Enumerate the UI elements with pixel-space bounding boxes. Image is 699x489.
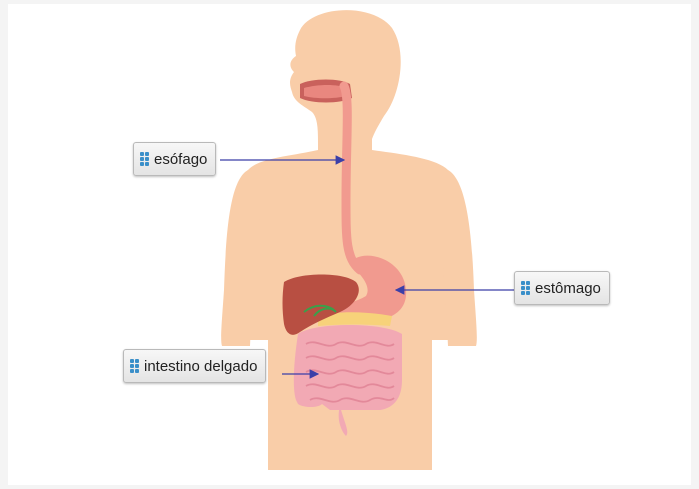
- label-text: intestino delgado: [144, 358, 257, 375]
- label-text: estômago: [535, 280, 601, 297]
- label-estomago[interactable]: estômago: [514, 271, 610, 305]
- label-intestino-delgado[interactable]: intestino delgado: [123, 349, 266, 383]
- drag-handle-icon[interactable]: [140, 152, 149, 166]
- label-text: esófago: [154, 151, 207, 168]
- drag-handle-icon[interactable]: [521, 281, 530, 295]
- label-esofago[interactable]: esófago: [133, 142, 216, 176]
- drag-handle-icon[interactable]: [130, 359, 139, 373]
- intestine-shape: [294, 325, 402, 410]
